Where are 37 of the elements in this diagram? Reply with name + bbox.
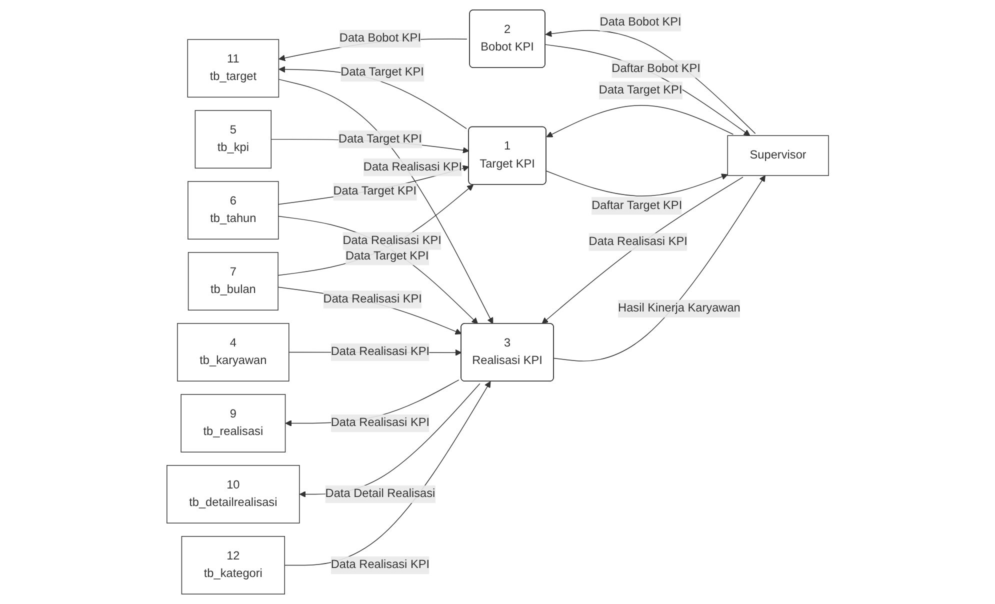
- arrow: [278, 78, 493, 324]
- edge-label: Data Detail Realisasi: [325, 488, 435, 500]
- edge-label: Data Bobot KPI: [600, 16, 682, 28]
- arrow: [544, 44, 750, 136]
- node-box: Supervisor: [727, 135, 829, 176]
- arrow: [553, 175, 766, 362]
- node-box: 10 tb_detailrealisasi: [166, 465, 300, 524]
- edge-label: Data Realisasi KPI: [330, 416, 430, 430]
- arrow: [542, 176, 744, 324]
- node-box: 9 tb_realisasi: [180, 394, 286, 452]
- node-box: 5 tb_kpi: [194, 110, 272, 169]
- edge-label: Data Realisasi KPI: [330, 558, 430, 572]
- arrow: [284, 381, 490, 566]
- node-box: 4 tb_karyawan: [176, 323, 290, 382]
- node-box: 7 tb_bulan: [188, 252, 278, 310]
- edge-label: Data Target KPI: [338, 132, 422, 146]
- node-box: 12 tb_kategori: [181, 536, 285, 594]
- arrow: [545, 30, 756, 134]
- edge-label: Data Realisasi KPI: [323, 292, 422, 306]
- edge-label: Data Target KPI: [345, 250, 429, 262]
- arrow: [277, 286, 462, 335]
- arrow: [546, 105, 734, 138]
- edge-label: Data Realisasi KPI: [330, 346, 430, 358]
- node-box: 11 tb_target: [187, 39, 279, 98]
- arrow: [299, 383, 480, 498]
- edge-label: Daftar Target KPI: [591, 199, 682, 212]
- arrow: [546, 170, 728, 196]
- edge-label: Data Realisasi KPI: [588, 235, 688, 248]
- edge-label: Daftar Bobot KPI: [611, 62, 700, 75]
- edge-label: Data Realisasi KPI: [363, 160, 462, 174]
- node-box: 6 tb_tahun: [187, 181, 279, 240]
- edge-label: Data Target KPI: [598, 84, 682, 96]
- edge-label: Data Target KPI: [340, 66, 424, 79]
- edge-label: Data Target KPI: [333, 185, 416, 198]
- edge-label: Data Realisasi KPI: [342, 234, 442, 247]
- edge-label: Data Bobot KPI: [339, 32, 421, 45]
- edge-label: Hasil Kinerja Karyawan: [618, 302, 740, 315]
